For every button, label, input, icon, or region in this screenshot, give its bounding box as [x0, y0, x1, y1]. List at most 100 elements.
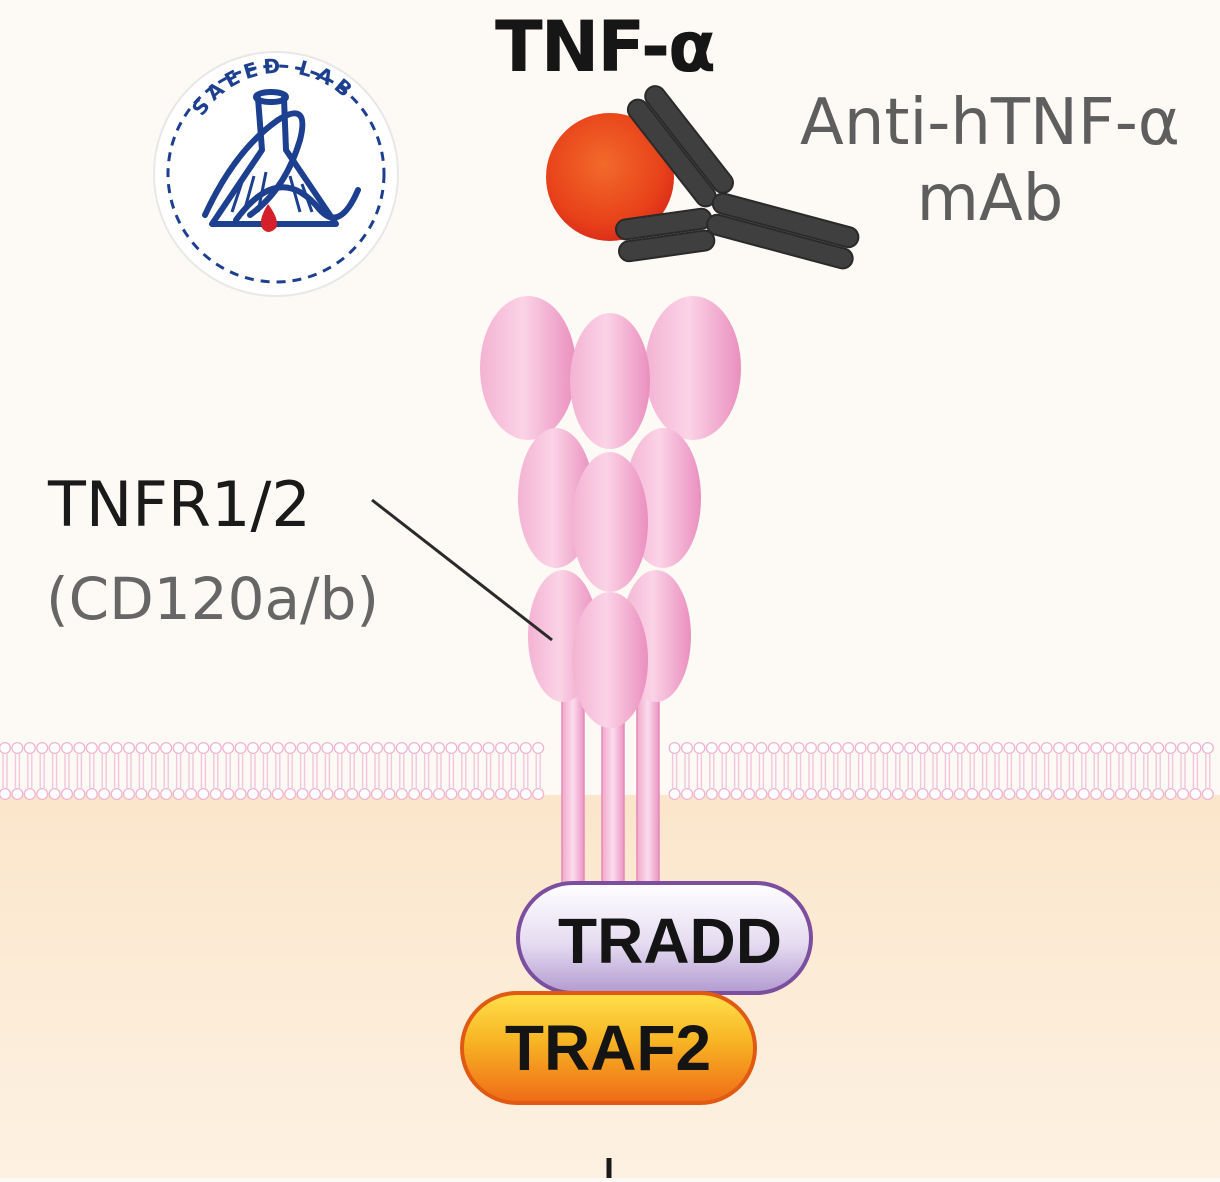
lipid-head — [1090, 741, 1103, 755]
lipid-head — [990, 741, 1004, 755]
lipid-head — [854, 741, 867, 755]
lipid-head — [1201, 741, 1214, 755]
lipid-head — [432, 741, 446, 755]
lipid-tail — [324, 754, 331, 788]
lipid-head — [457, 787, 470, 801]
lipid-head — [1201, 787, 1214, 801]
lipid-head — [445, 787, 458, 801]
lipid-tail — [994, 754, 1000, 788]
lipid-tail — [262, 754, 269, 788]
lipid-head — [184, 741, 198, 755]
lipid-head — [1152, 741, 1165, 755]
lipid-head — [866, 741, 880, 755]
lipid-head — [85, 741, 98, 755]
lipid-head — [1127, 741, 1140, 755]
lipid-head — [941, 741, 954, 755]
lipid-head — [36, 787, 49, 801]
lipid-head — [246, 787, 260, 801]
lipid-tail — [1192, 754, 1199, 788]
lipid-tail — [448, 754, 455, 788]
lipid-head — [271, 741, 284, 755]
lipid-tail — [523, 754, 529, 788]
lipid-head — [85, 787, 98, 801]
lipid-head — [705, 741, 718, 755]
lipid-tail — [89, 754, 95, 788]
lipid-tail — [758, 754, 765, 788]
tnf-alpha-ligand — [546, 113, 674, 241]
lipid-head — [408, 787, 421, 801]
lipid-head — [817, 787, 830, 801]
lipid-head — [1127, 787, 1140, 801]
traf2-label: TRAF2 — [505, 1012, 711, 1084]
lipid-tail — [14, 754, 21, 788]
lipid-head — [395, 787, 408, 801]
lipid-tail — [287, 754, 293, 788]
lipid-tail — [225, 754, 231, 788]
lipid-head — [259, 787, 272, 801]
lipid-head — [904, 787, 917, 801]
lipid-head — [767, 741, 780, 755]
lipid-head — [11, 741, 24, 755]
lipid-tail — [746, 754, 752, 788]
lipid-head — [680, 787, 694, 801]
lipid-tail — [857, 754, 864, 788]
lipid-tail — [870, 754, 876, 788]
lipid-head — [1164, 741, 1177, 755]
lipid-tail — [1068, 754, 1075, 788]
lipid-head — [1052, 741, 1066, 755]
lipid-head — [110, 787, 123, 801]
lipid-head — [358, 741, 371, 755]
lipid-tail — [1130, 754, 1137, 788]
lipid-tail — [361, 754, 368, 788]
lipid-head — [1015, 787, 1028, 801]
lipid-head — [742, 741, 756, 755]
lipid-tail — [1031, 754, 1037, 788]
lipid-tail — [27, 754, 33, 788]
lipid-head — [11, 787, 24, 801]
lipid-tail — [1118, 754, 1124, 788]
lipid-head — [1052, 787, 1066, 801]
lipid-head — [1189, 741, 1202, 755]
lipid-head — [234, 787, 247, 801]
lipid-tail — [1019, 754, 1025, 788]
lipid-tail — [337, 754, 343, 788]
lipid-head — [829, 787, 842, 801]
lipid-tail — [833, 754, 839, 788]
receptor-domain — [570, 313, 650, 449]
lipid-tail — [113, 754, 120, 788]
lipid-tail — [919, 754, 926, 788]
lipid-head — [346, 787, 359, 801]
lipid-head — [23, 787, 36, 801]
lipid-head — [209, 787, 222, 801]
lipid-tail — [349, 754, 355, 788]
lipid-head — [1176, 741, 1190, 755]
lipid-tail — [175, 754, 182, 788]
lipid-tail — [200, 754, 207, 788]
lipid-tail — [485, 754, 492, 788]
lipid-head — [1176, 787, 1190, 801]
lipid-head — [259, 741, 272, 755]
lipid-head — [383, 741, 396, 755]
lipid-tail — [299, 754, 306, 788]
lipid-tail — [275, 754, 281, 788]
lipid-head — [1139, 741, 1152, 755]
lipid-head — [147, 741, 160, 755]
lipid-tail — [237, 754, 244, 788]
lipid-head — [1015, 741, 1028, 755]
lipid-tail — [1155, 754, 1161, 788]
lipid-head — [0, 787, 12, 801]
lipid-head — [48, 741, 61, 755]
lipid-head — [60, 787, 74, 801]
lipid-head — [891, 741, 904, 755]
lipid-tail — [820, 754, 827, 788]
lipid-head — [73, 741, 86, 755]
lipid-head — [321, 787, 334, 801]
lipid-head — [842, 787, 855, 801]
lipid-head — [1077, 787, 1090, 801]
lipid-tail — [1081, 754, 1087, 788]
lipid-tail — [1205, 754, 1211, 788]
lipid-tail — [2, 754, 8, 788]
lipid-tail — [51, 754, 58, 788]
lipid-head — [742, 787, 756, 801]
